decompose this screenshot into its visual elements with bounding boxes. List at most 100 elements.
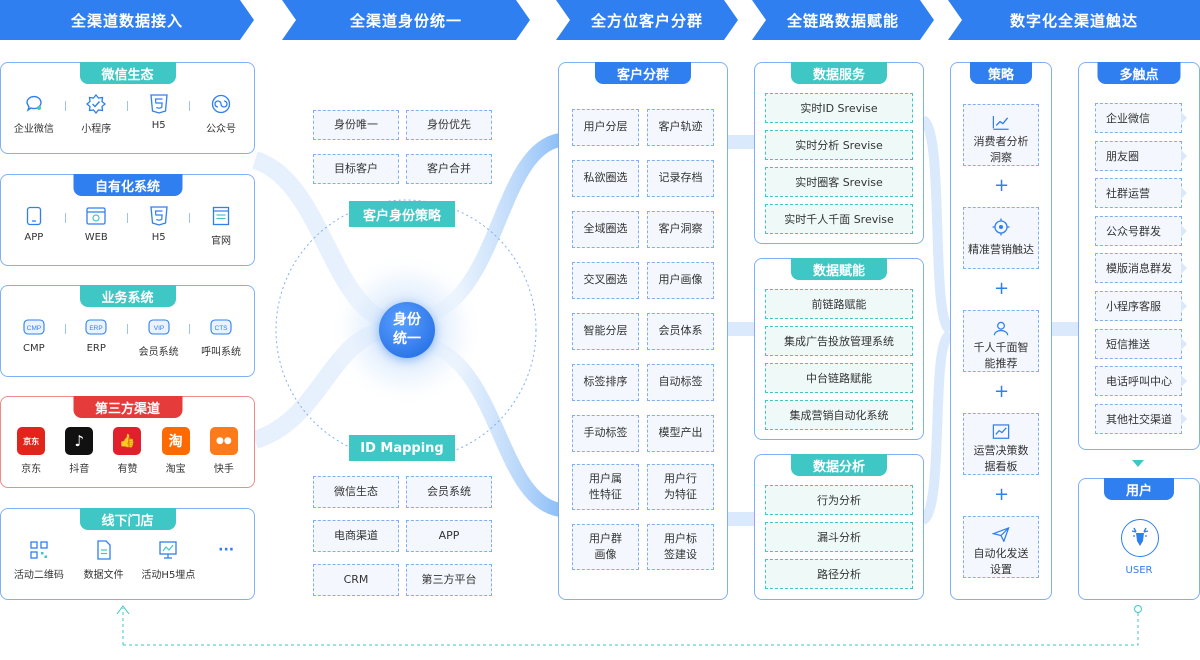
- enterprise-wechat-icon: [23, 93, 45, 115]
- arrow-right-icon: [1181, 375, 1187, 388]
- more-icon: ···: [218, 542, 235, 558]
- source-item-cmp[interactable]: CMP CMP: [7, 316, 61, 354]
- source-item-mini-program[interactable]: 小程序: [69, 93, 123, 135]
- data-empower-item[interactable]: 前链路赋能: [765, 289, 913, 319]
- data-service-item[interactable]: 实时圈客 Srevise: [765, 167, 913, 197]
- strategy-consumer-insight[interactable]: 消费者分析 洞察: [963, 104, 1039, 166]
- arrow-right-icon: [1181, 187, 1187, 200]
- source-item-qrcode[interactable]: 活动二维码: [9, 539, 69, 581]
- youzan-icon: 👍: [113, 427, 142, 455]
- identity-rule-target[interactable]: 目标客户: [313, 154, 399, 184]
- data-service-item[interactable]: 实时千人千面 Srevise: [765, 204, 913, 234]
- divider: [126, 213, 128, 223]
- segment-cell[interactable]: 用户属 性特征: [572, 464, 639, 510]
- source-item-vip[interactable]: VIP 会员系统: [132, 316, 186, 358]
- plus-icon: +: [994, 278, 1010, 299]
- segment-cell[interactable]: 用户分层: [572, 109, 639, 146]
- strategy-decision-dashboard[interactable]: 运营决策数 据看板: [963, 413, 1039, 475]
- segment-cell[interactable]: 私欲圈选: [572, 160, 639, 197]
- strategy-label: 运营决策数 据看板: [973, 444, 1029, 473]
- data-analysis-item[interactable]: 路径分析: [765, 559, 913, 589]
- arrow-right-icon: [1181, 224, 1187, 237]
- touchpoint-item[interactable]: 其他社交渠道: [1095, 403, 1187, 434]
- data-service-item[interactable]: 实时分析 Srevise: [765, 130, 913, 160]
- file-icon: [93, 539, 115, 561]
- source-item-h5[interactable]: H5: [132, 205, 186, 243]
- plus-icon: +: [994, 175, 1010, 196]
- source-item-website[interactable]: 官网: [194, 205, 248, 247]
- source-item-youzan[interactable]: 👍 有赞: [105, 427, 149, 475]
- segment-cell[interactable]: 会员体系: [647, 313, 714, 350]
- touchpoint-label: 短信推送: [1106, 337, 1150, 351]
- source-card-third-party: 第三方渠道 京东 京东 ♪ 抖音 👍 有赞 淘 淘宝 ●● 快手: [0, 396, 255, 488]
- touchpoint-item[interactable]: 社群运营: [1095, 178, 1187, 209]
- svg-text:CMP: CMP: [27, 325, 41, 332]
- source-item-web[interactable]: WEB: [69, 205, 123, 243]
- strategy-label: 消费者分析 洞察: [973, 135, 1029, 164]
- identity-source-wechat[interactable]: 微信生态: [313, 476, 399, 508]
- segment-cell[interactable]: 用户标 签建设: [647, 524, 714, 570]
- segment-cell[interactable]: 用户画像: [647, 262, 714, 299]
- segment-cell[interactable]: 模型产出: [647, 415, 714, 452]
- svg-text:ERP: ERP: [90, 325, 103, 332]
- website-icon: [210, 205, 232, 227]
- strategy-precision-marketing[interactable]: 精准营销触达: [963, 207, 1039, 269]
- segment-cell[interactable]: 客户轨迹: [647, 109, 714, 146]
- source-item-enterprise-wechat[interactable]: 企业微信: [7, 93, 61, 135]
- segment-cell[interactable]: 手动标签: [572, 415, 639, 452]
- jd-icon: 京东: [17, 427, 46, 455]
- segment-cell[interactable]: 记录存档: [647, 160, 714, 197]
- send-icon: [992, 527, 1010, 543]
- source-item-app[interactable]: APP: [7, 205, 61, 243]
- svg-text:VIP: VIP: [153, 325, 163, 332]
- strategy-personalized-recommendation[interactable]: 千人千面智 能推荐: [963, 310, 1039, 372]
- touchpoint-item[interactable]: 电话呼叫中心: [1095, 366, 1187, 397]
- segment-cell[interactable]: 用户群 画像: [572, 524, 639, 570]
- segment-cell[interactable]: 全域圈选: [572, 211, 639, 248]
- source-item-erp[interactable]: ERP ERP: [69, 316, 123, 354]
- source-item-h5[interactable]: H5: [132, 93, 186, 131]
- touchpoint-label: 小程序客服: [1106, 300, 1161, 313]
- source-item-taobao[interactable]: 淘 淘宝: [154, 427, 198, 475]
- touchpoint-label: 模版消息群发: [1106, 262, 1172, 276]
- identity-rule-unique[interactable]: 身份唯一: [313, 110, 399, 140]
- identity-rule-priority[interactable]: 身份优先: [406, 110, 492, 140]
- data-empower-item[interactable]: 集成广告投放管理系统: [765, 326, 913, 356]
- identity-source-third-party[interactable]: 第三方平台: [406, 564, 492, 596]
- source-item-jd[interactable]: 京东 京东: [9, 427, 53, 475]
- data-analysis-item[interactable]: 行为分析: [765, 485, 913, 515]
- touchpoint-item[interactable]: 模版消息群发: [1095, 253, 1187, 284]
- touchpoint-item[interactable]: 短信推送: [1095, 328, 1187, 359]
- source-item-data-file[interactable]: 数据文件: [77, 539, 131, 581]
- dashboard-icon: [992, 424, 1010, 439]
- identity-source-app[interactable]: APP: [406, 520, 492, 552]
- source-item-douyin[interactable]: ♪ 抖音: [57, 427, 101, 475]
- touchpoint-item[interactable]: 公众号群发: [1095, 215, 1187, 246]
- data-analysis-item[interactable]: 漏斗分析: [765, 522, 913, 552]
- segment-cell[interactable]: 标签排序: [572, 364, 639, 401]
- source-item-more[interactable]: ···: [206, 539, 246, 566]
- segment-cell[interactable]: 客户洞察: [647, 211, 714, 248]
- identity-source-ecommerce[interactable]: 电商渠道: [313, 520, 399, 552]
- data-service-item[interactable]: 实时ID Srevise: [765, 93, 913, 123]
- source-item-official-account[interactable]: 公众号: [194, 93, 248, 135]
- segment-cell[interactable]: 智能分层: [572, 313, 639, 350]
- touchpoint-item[interactable]: 小程序客服: [1095, 291, 1187, 321]
- official-account-icon: [210, 93, 232, 115]
- data-empower-item[interactable]: 中台链路赋能: [765, 363, 913, 393]
- segment-cell[interactable]: 自动标签: [647, 364, 714, 401]
- identity-rule-merge[interactable]: 客户合并: [406, 154, 492, 184]
- source-item-kuaishou[interactable]: ●● 快手: [202, 427, 246, 475]
- touchpoint-item[interactable]: 朋友圈: [1095, 140, 1187, 171]
- identity-source-crm[interactable]: CRM: [313, 564, 399, 596]
- strategy-automated-send[interactable]: 自动化发送 设置: [963, 516, 1039, 578]
- source-item-h5-tracking[interactable]: 活动H5埋点: [138, 539, 198, 581]
- segment-cell[interactable]: 用户行 为特征: [647, 464, 714, 510]
- source-item-cts[interactable]: CTS 呼叫系统: [194, 316, 248, 358]
- identity-strategy-tag: 客户身份策略: [349, 201, 455, 227]
- data-empower-item[interactable]: 集成营销自动化系统: [765, 400, 913, 430]
- segment-cell[interactable]: 交叉圈选: [572, 262, 639, 299]
- identity-source-member[interactable]: 会员系统: [406, 476, 492, 508]
- touchpoint-item[interactable]: 企业微信: [1095, 103, 1187, 133]
